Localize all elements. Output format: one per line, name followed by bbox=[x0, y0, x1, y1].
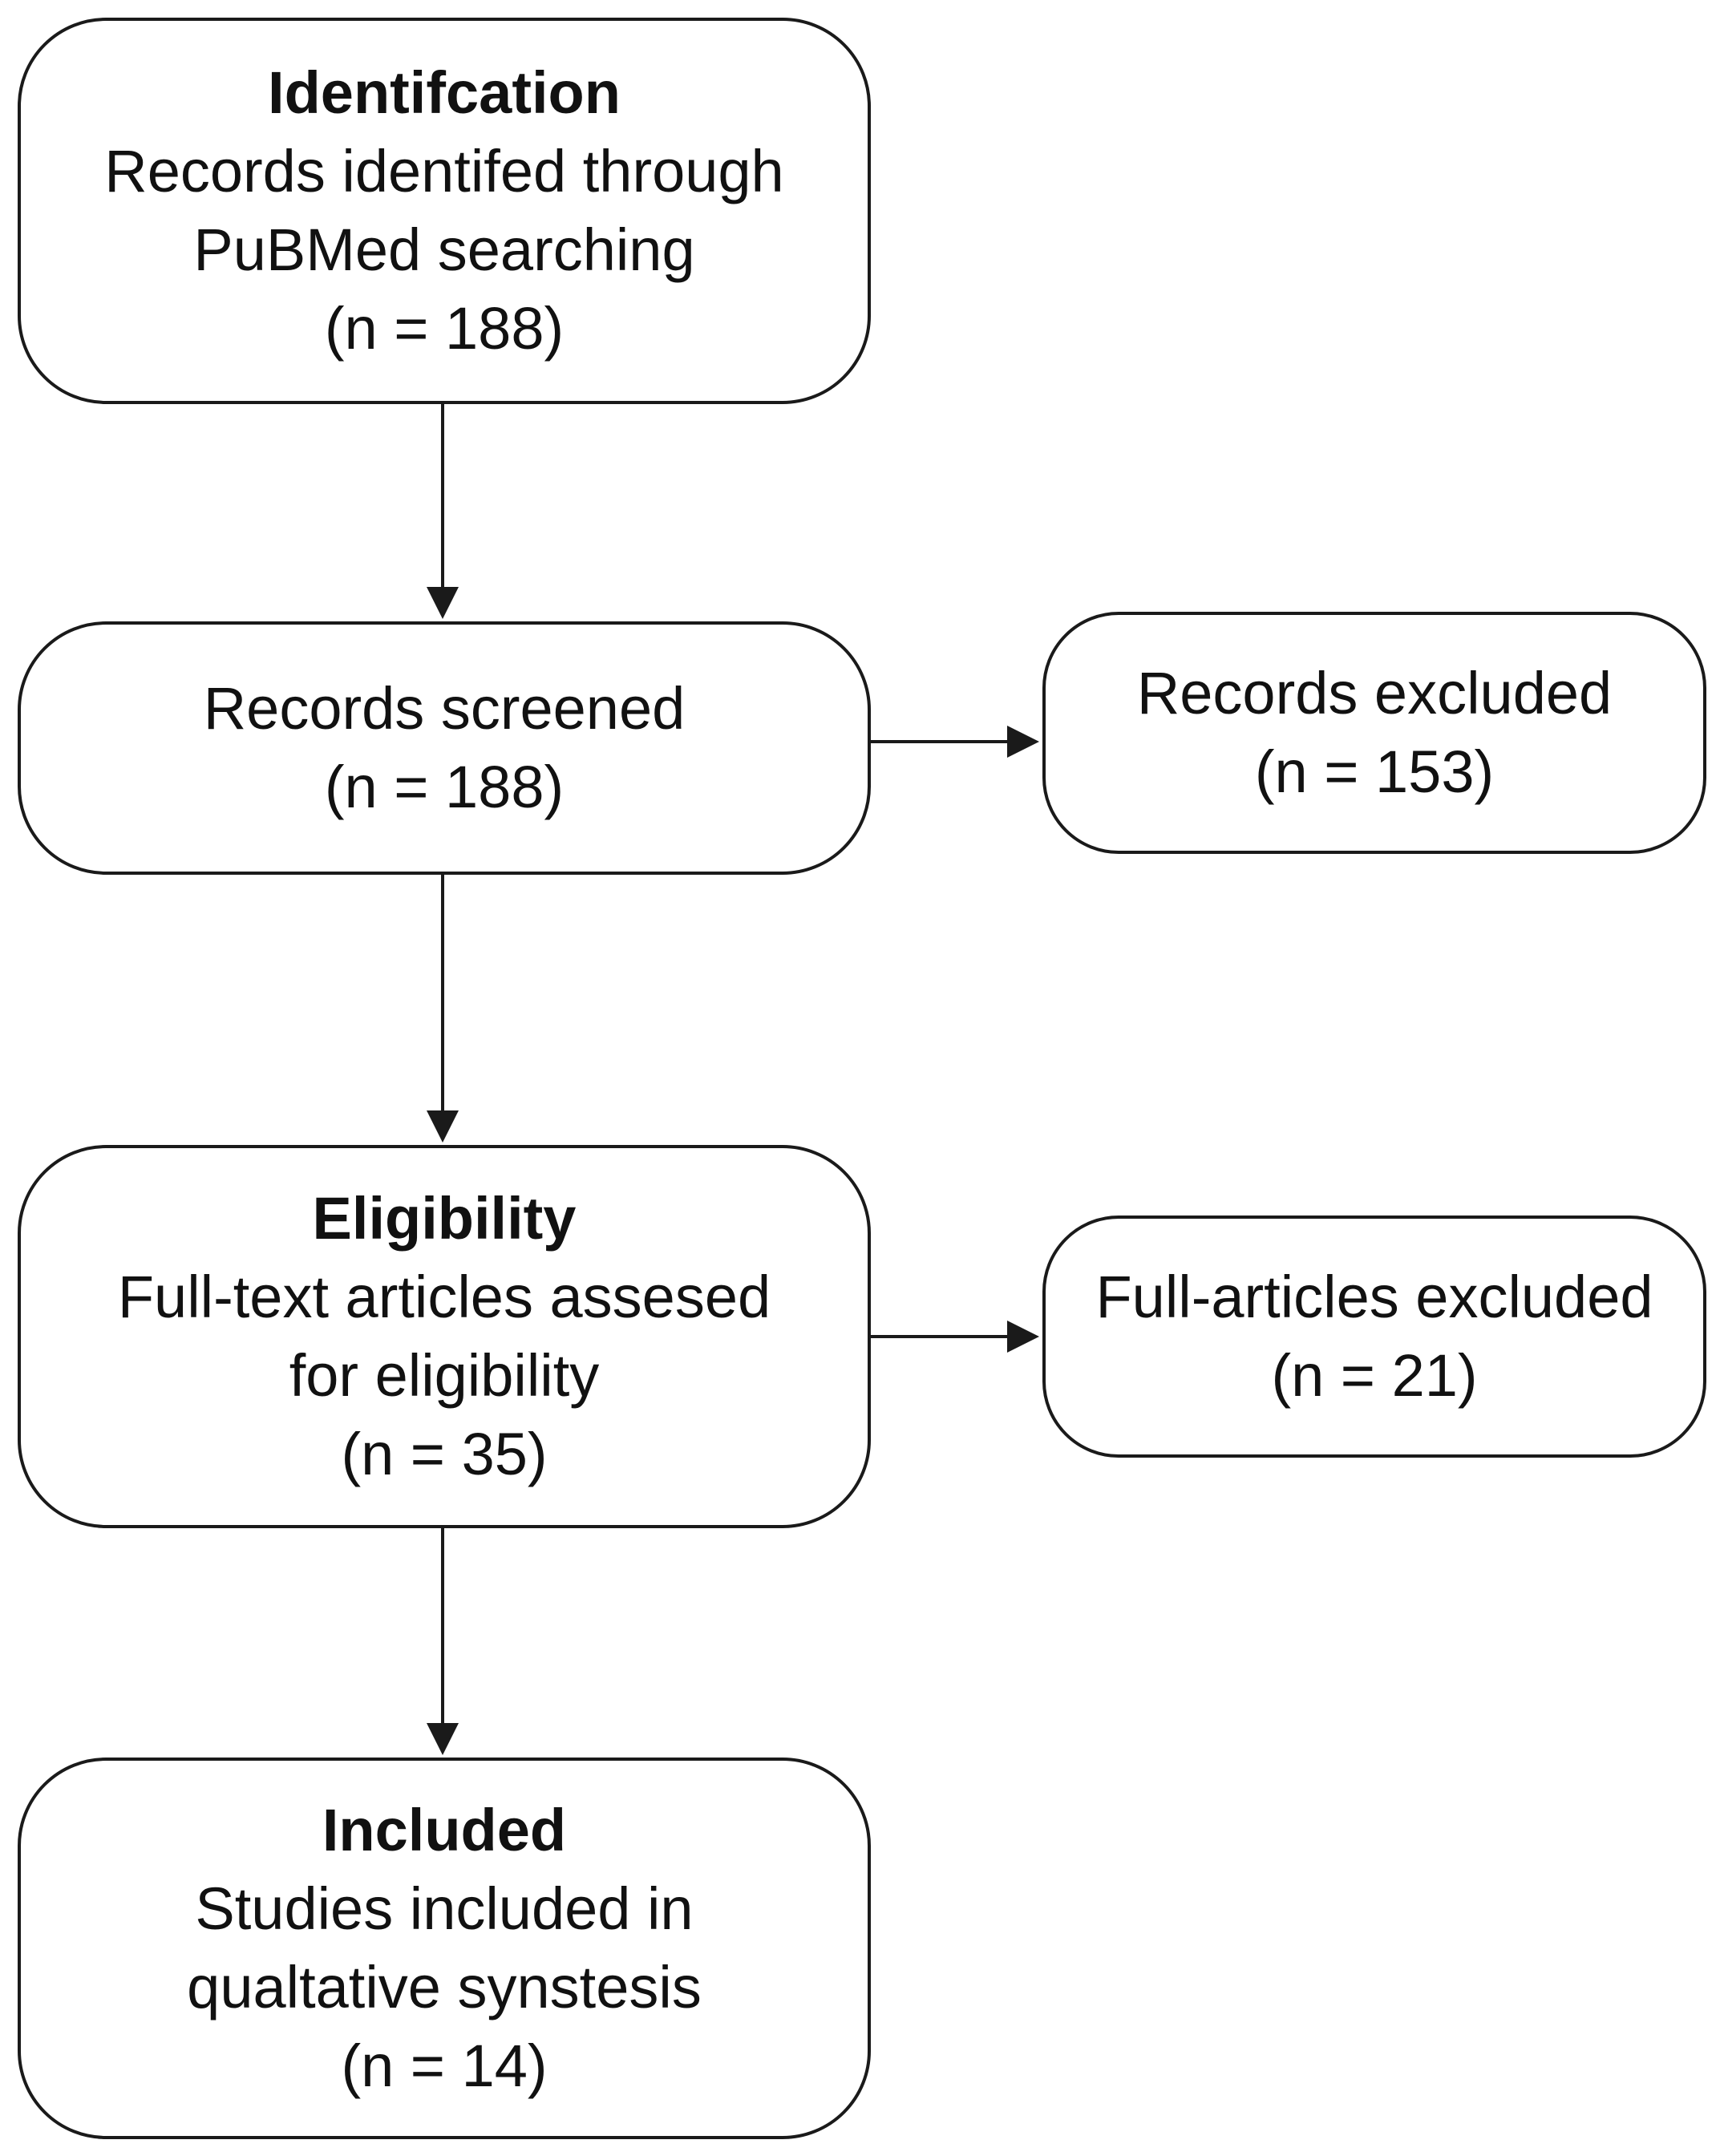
identification-title: Identifcation bbox=[268, 59, 621, 126]
included-box: Included Studies included in qualtative … bbox=[18, 1758, 871, 2139]
included-count: (n = 14) bbox=[341, 2033, 548, 2099]
records-screened-box: Records screened (n = 188) bbox=[18, 621, 871, 875]
eligibility-box: Eligibility Full-text articles assesed f… bbox=[18, 1145, 871, 1528]
screened-count: (n = 188) bbox=[324, 754, 565, 820]
full-articles-excluded-label: Full-articles excluded bbox=[1095, 1264, 1653, 1330]
identification-box: Identifcation Records identifed through … bbox=[18, 18, 871, 404]
eligibility-title: Eligibility bbox=[312, 1185, 577, 1252]
full-articles-excluded-box: Full-articles excluded (n = 21) bbox=[1042, 1216, 1706, 1458]
records-excluded-label: Records excluded bbox=[1136, 660, 1613, 726]
included-title: Included bbox=[322, 1797, 567, 1863]
screened-label: Records screened bbox=[203, 675, 686, 742]
eligibility-line-2: for eligibility bbox=[289, 1342, 600, 1409]
eligibility-count: (n = 35) bbox=[341, 1421, 548, 1487]
records-excluded-box: Records excluded (n = 153) bbox=[1042, 612, 1706, 854]
included-line-1: Studies included in bbox=[195, 1875, 694, 1942]
full-articles-excluded-count: (n = 21) bbox=[1271, 1342, 1478, 1409]
eligibility-line-1: Full-text articles assesed bbox=[117, 1264, 771, 1330]
identification-count: (n = 188) bbox=[324, 295, 565, 362]
identification-line-1: Records identifed through bbox=[104, 138, 784, 204]
included-line-2: qualtative synstesis bbox=[187, 1954, 702, 2020]
records-excluded-count: (n = 153) bbox=[1254, 738, 1495, 805]
identification-line-2: PuBMed searching bbox=[193, 216, 695, 283]
